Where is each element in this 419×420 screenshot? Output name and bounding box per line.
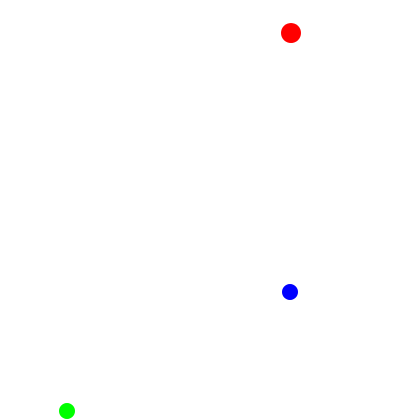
green-dot bbox=[59, 403, 75, 419]
red-dot bbox=[281, 23, 301, 43]
blue-dot bbox=[282, 284, 298, 300]
